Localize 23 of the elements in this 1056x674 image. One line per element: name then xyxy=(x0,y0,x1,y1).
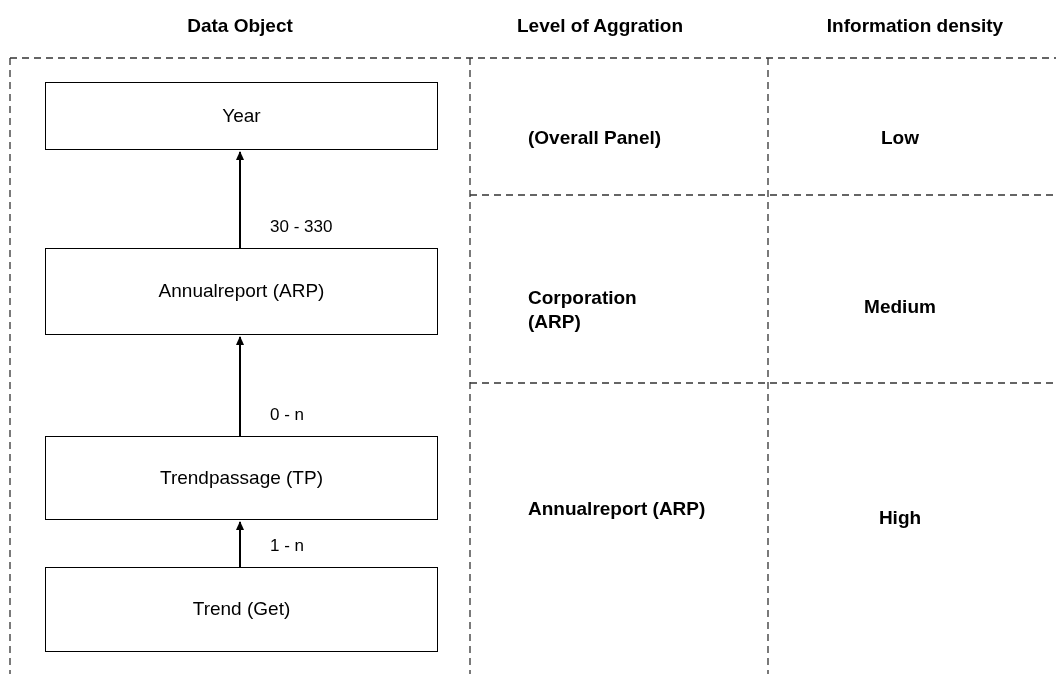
edge-label: 30 - 330 xyxy=(270,216,333,238)
cell-text: Annualreport (ARP) xyxy=(528,497,707,521)
header-text: Data Object xyxy=(186,14,294,38)
box-label: Annualreport (ARP) xyxy=(158,279,325,304)
header-text: Information density xyxy=(825,14,1005,38)
arrow xyxy=(236,151,244,249)
process-box xyxy=(45,436,438,520)
process-box xyxy=(45,82,438,150)
box-label: Trendpassage (TP) xyxy=(160,465,323,490)
arrow xyxy=(236,336,244,437)
edge-label: 1 - n xyxy=(270,535,305,557)
arrow xyxy=(236,521,244,568)
edge-label: 0 - n xyxy=(270,404,305,426)
box-label: Trend (Get) xyxy=(192,597,291,622)
cell-text: Corporation (ARP) xyxy=(528,286,638,334)
box-label: Year xyxy=(222,103,261,128)
cell-text: (Overall Panel) xyxy=(528,126,663,150)
cell-text: Low xyxy=(880,126,920,150)
cell-text: Medium xyxy=(863,295,937,319)
process-box xyxy=(45,567,438,652)
header-text: Level of Aggration xyxy=(515,14,685,38)
process-box xyxy=(45,248,438,335)
cell-text: High xyxy=(877,506,923,530)
